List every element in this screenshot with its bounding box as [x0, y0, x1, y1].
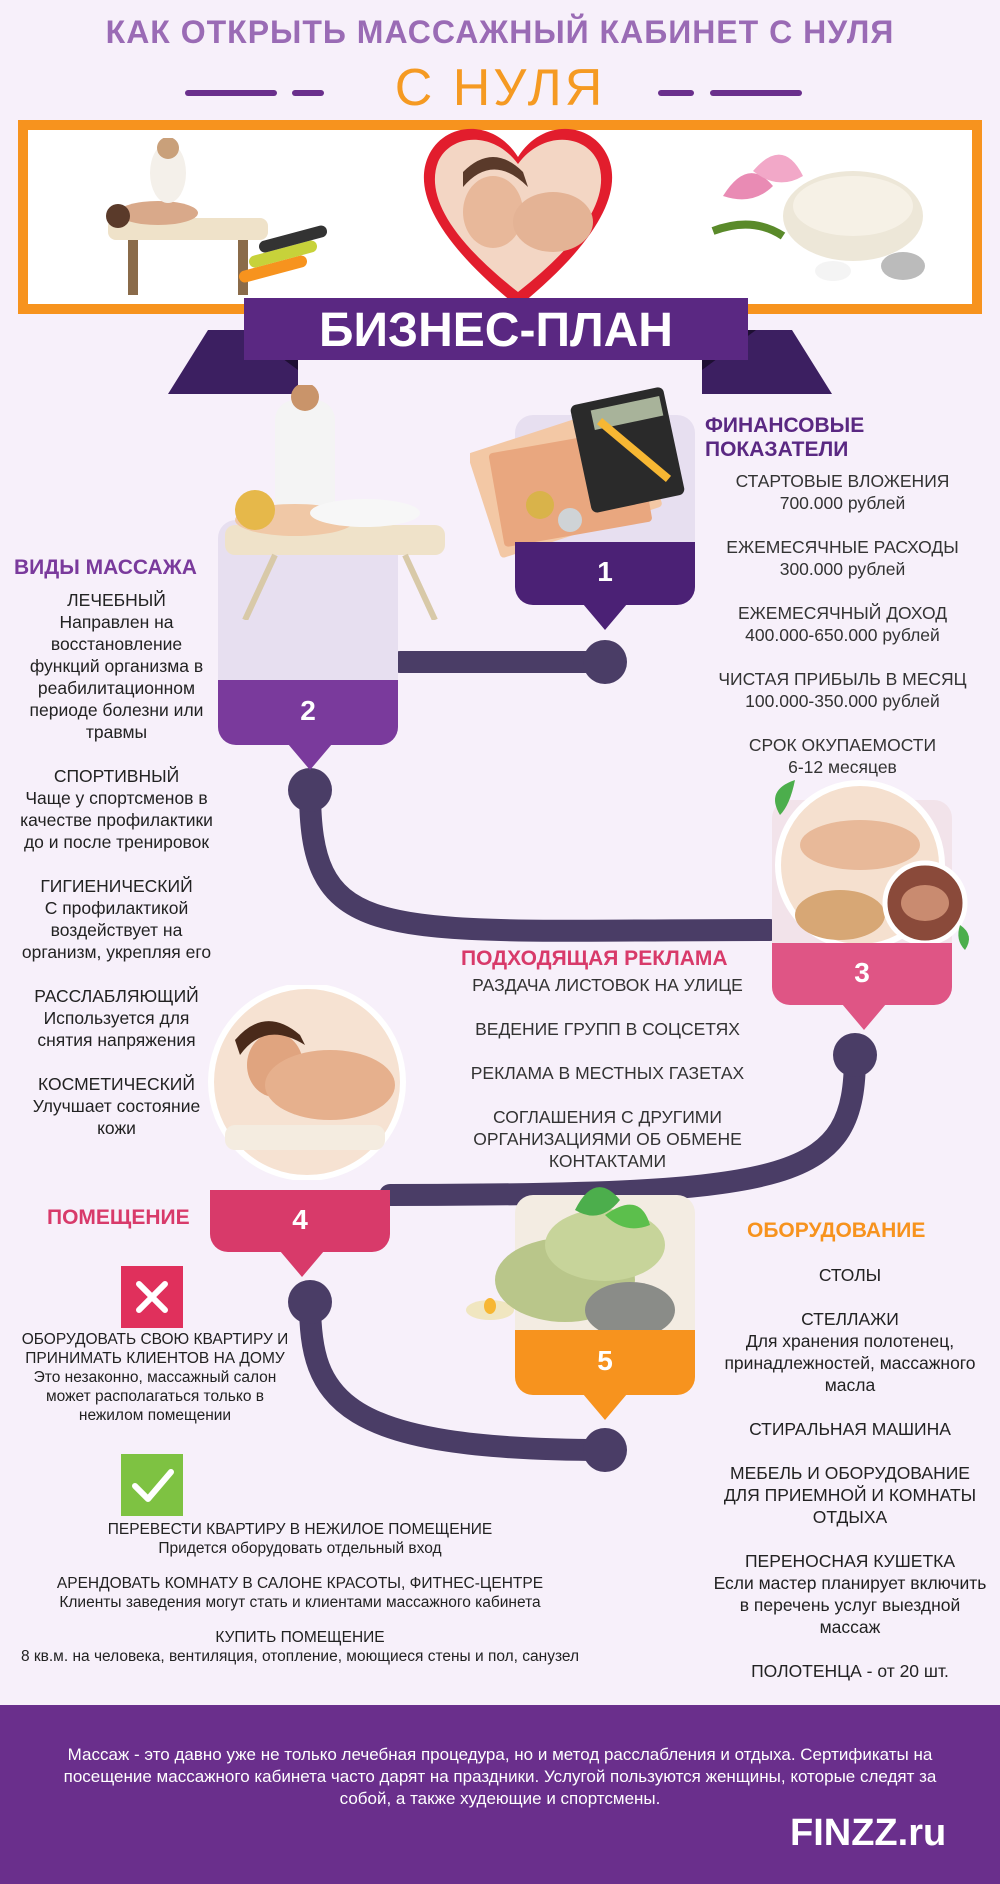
step-badge-1: 1: [515, 542, 695, 605]
equipment-item-label: СТОЛЫ: [818, 1265, 882, 1285]
step-badge-3: 3: [772, 943, 952, 1005]
footer-text: Массаж - это давно уже не только лечебна…: [63, 1745, 937, 1808]
step-number-1: 1: [597, 556, 613, 587]
title-dash-right-2: [710, 90, 802, 96]
page-subtitle: С НУЛЯ: [394, 59, 606, 117]
premises-bad-text: Это незаконно, массажный салон может рас…: [33, 1369, 277, 1424]
equipment-item-text: Для хранения полотенец, принадлежностей,…: [724, 1331, 976, 1395]
spa-towels-photo: [711, 154, 925, 281]
ads-item: РАЗДАЧА ЛИСТОВОК НА УЛИЦЕ: [472, 975, 743, 995]
towels-stones-photo: [466, 1187, 675, 1338]
finance-item-label: СТАРТОВЫЕ ВЛОЖЕНИЯ: [735, 471, 950, 491]
footer-band: [0, 1705, 1000, 1884]
page-title: КАК ОТКРЫТЬ МАССАЖНЫЙ КАБИНЕТ С НУЛЯ: [105, 14, 895, 50]
finance-item-label: СРОК ОКУПАЕМОСТИ: [748, 735, 937, 755]
premises-good-options: ПЕРЕВЕСТИ КВАРТИРУ В НЕЖИЛОЕ ПОМЕЩЕНИЕ Пр…: [0, 1520, 600, 1666]
finance-item-value: 700.000 рублей: [779, 493, 906, 513]
premises-good-text: Клиенты заведения могут стать и клиентам…: [59, 1594, 541, 1611]
equipment-item-label: СТИРАЛЬНАЯ МАШИНА: [749, 1419, 951, 1439]
premises-good-label: АРЕНДОВАТЬ КОМНАТУ В САЛОНЕ КРАСОТЫ, ФИТ…: [56, 1575, 544, 1592]
premises-good-text: Придется оборудовать отдельный вход: [158, 1540, 442, 1557]
title-dash-left-2: [292, 90, 324, 96]
finance-item-label: ЕЖЕМЕСЯЧНЫЕ РАСХОДЫ: [726, 537, 959, 557]
premises-bad-option: ОБОРУДОВАТЬ СВОЮ КВАРТИРУ И ПРИНИМАТЬ КЛ…: [14, 1330, 296, 1425]
premises-good-label: КУПИТЬ ПОМЕЩЕНИЕ: [215, 1629, 385, 1646]
massage-therapist-photo: [225, 385, 445, 620]
step-badge-5: 5: [515, 1330, 695, 1395]
title-dash-left-1: [185, 90, 277, 96]
step-pointer-5: [583, 1394, 627, 1420]
title-dash-right-1: [658, 90, 694, 96]
finance-item-value: 6-12 месяцев: [788, 757, 897, 777]
premises-good-label: ПЕРЕВЕСТИ КВАРТИРУ В НЕЖИЛОЕ ПОМЕЩЕНИЕ: [107, 1521, 493, 1538]
step-pointer-3: [842, 1004, 886, 1030]
massage-type-text: Используется для снятия напряжения: [37, 1008, 196, 1050]
step-number-5: 5: [597, 1345, 613, 1376]
business-plan-banner: БИЗНЕС-ПЛАН: [244, 298, 748, 360]
finance-item-label: ЕЖЕМЕСЯЧНЫЙ ДОХОД: [737, 603, 948, 623]
heart-photo: [423, 128, 613, 307]
finance-item-value: 100.000-350.000 рублей: [745, 691, 940, 711]
equipment-item-label: ПЕРЕНОСНАЯ КУШЕТКА: [744, 1551, 956, 1571]
massage-type-text: Направлен на восстановление функций орга…: [29, 612, 204, 742]
brand-logo: FINZZ.ru: [790, 1812, 947, 1854]
step-number-3: 3: [854, 957, 870, 988]
cross-icon: [121, 1266, 183, 1328]
massage-type-text: С профилактикой воздействует на организм…: [21, 898, 212, 962]
step-number-4: 4: [292, 1204, 308, 1235]
check-icon: [121, 1454, 183, 1516]
step-pointer-2: [288, 744, 332, 770]
finance-item-label: ЧИСТАЯ ПРИБЫЛЬ В МЕСЯЦ: [718, 669, 967, 689]
premises-bad-label: ОБОРУДОВАТЬ СВОЮ КВАРТИРУ И ПРИНИМАТЬ КЛ…: [21, 1331, 289, 1367]
equipment-item-label: СТЕЛЛАЖИ: [801, 1309, 899, 1329]
finance-item-value: 400.000-650.000 рублей: [745, 625, 940, 645]
equipment-item-label: МЕБЕЛЬ И ОБОРУДОВАНИЕ ДЛЯ ПРИЕМНОЙ И КОМ…: [723, 1463, 977, 1527]
relaxing-woman-photo: [208, 985, 406, 1180]
massage-table-photo: [106, 138, 328, 295]
money-calculator-photo: [470, 387, 685, 558]
massage-type-label: ГИГИЕНИЧЕСКИЙ: [40, 876, 193, 896]
ads-item: СОГЛАШЕНИЯ С ДРУГИМИ ОРГАНИЗАЦИЯМИ ОБ ОБ…: [473, 1107, 742, 1171]
ads-title: ПОДХОДЯЩАЯ РЕКЛАМА: [461, 947, 728, 970]
step-badge-2: 2: [218, 680, 398, 745]
ads-item: РЕКЛАМА В МЕСТНЫХ ГАЗЕТАХ: [470, 1063, 745, 1083]
ads-item: ВЕДЕНИЕ ГРУПП В СОЦСЕТЯХ: [475, 1019, 740, 1039]
massage-type-text: Чаще у спортсменов в качестве профилакти…: [20, 788, 213, 852]
step-number-2: 2: [300, 695, 316, 726]
massage-type-label: СПОРТИВНЫЙ: [53, 766, 180, 786]
step-pointer-1: [583, 604, 627, 630]
massage-type-label: РАССЛАБЛЯЮЩИЙ: [34, 986, 199, 1006]
equipment-item-text: Если мастер планирует включить в перечен…: [713, 1573, 987, 1637]
equipment-item-label: ПОЛОТЕНЦА - от 20 шт.: [751, 1661, 949, 1681]
equipment-title: ОБОРУДОВАНИЕ: [747, 1219, 926, 1242]
step-badge-4: 4: [210, 1190, 390, 1252]
back-massage-photo: [775, 780, 969, 950]
ads-list: РАЗДАЧА ЛИСТОВОК НА УЛИЦЕ ВЕДЕНИЕ ГРУПП …: [455, 974, 760, 1172]
massage-type-text: Улучшает состояние кожи: [32, 1096, 201, 1138]
massage-type-label: ЛЕЧЕБНЫЙ: [67, 590, 166, 610]
premises-good-text: 8 кв.м. на человека, вентиляция, отоплен…: [20, 1648, 580, 1665]
finance-item-value: 300.000 рублей: [779, 559, 906, 579]
step-pointer-4: [280, 1251, 324, 1277]
premises-title: ПОМЕЩЕНИЕ: [47, 1206, 190, 1229]
massage-type-label: КОСМЕТИЧЕСКИЙ: [38, 1074, 195, 1094]
massage-types-title: ВИДЫ МАССАЖА: [14, 556, 197, 579]
